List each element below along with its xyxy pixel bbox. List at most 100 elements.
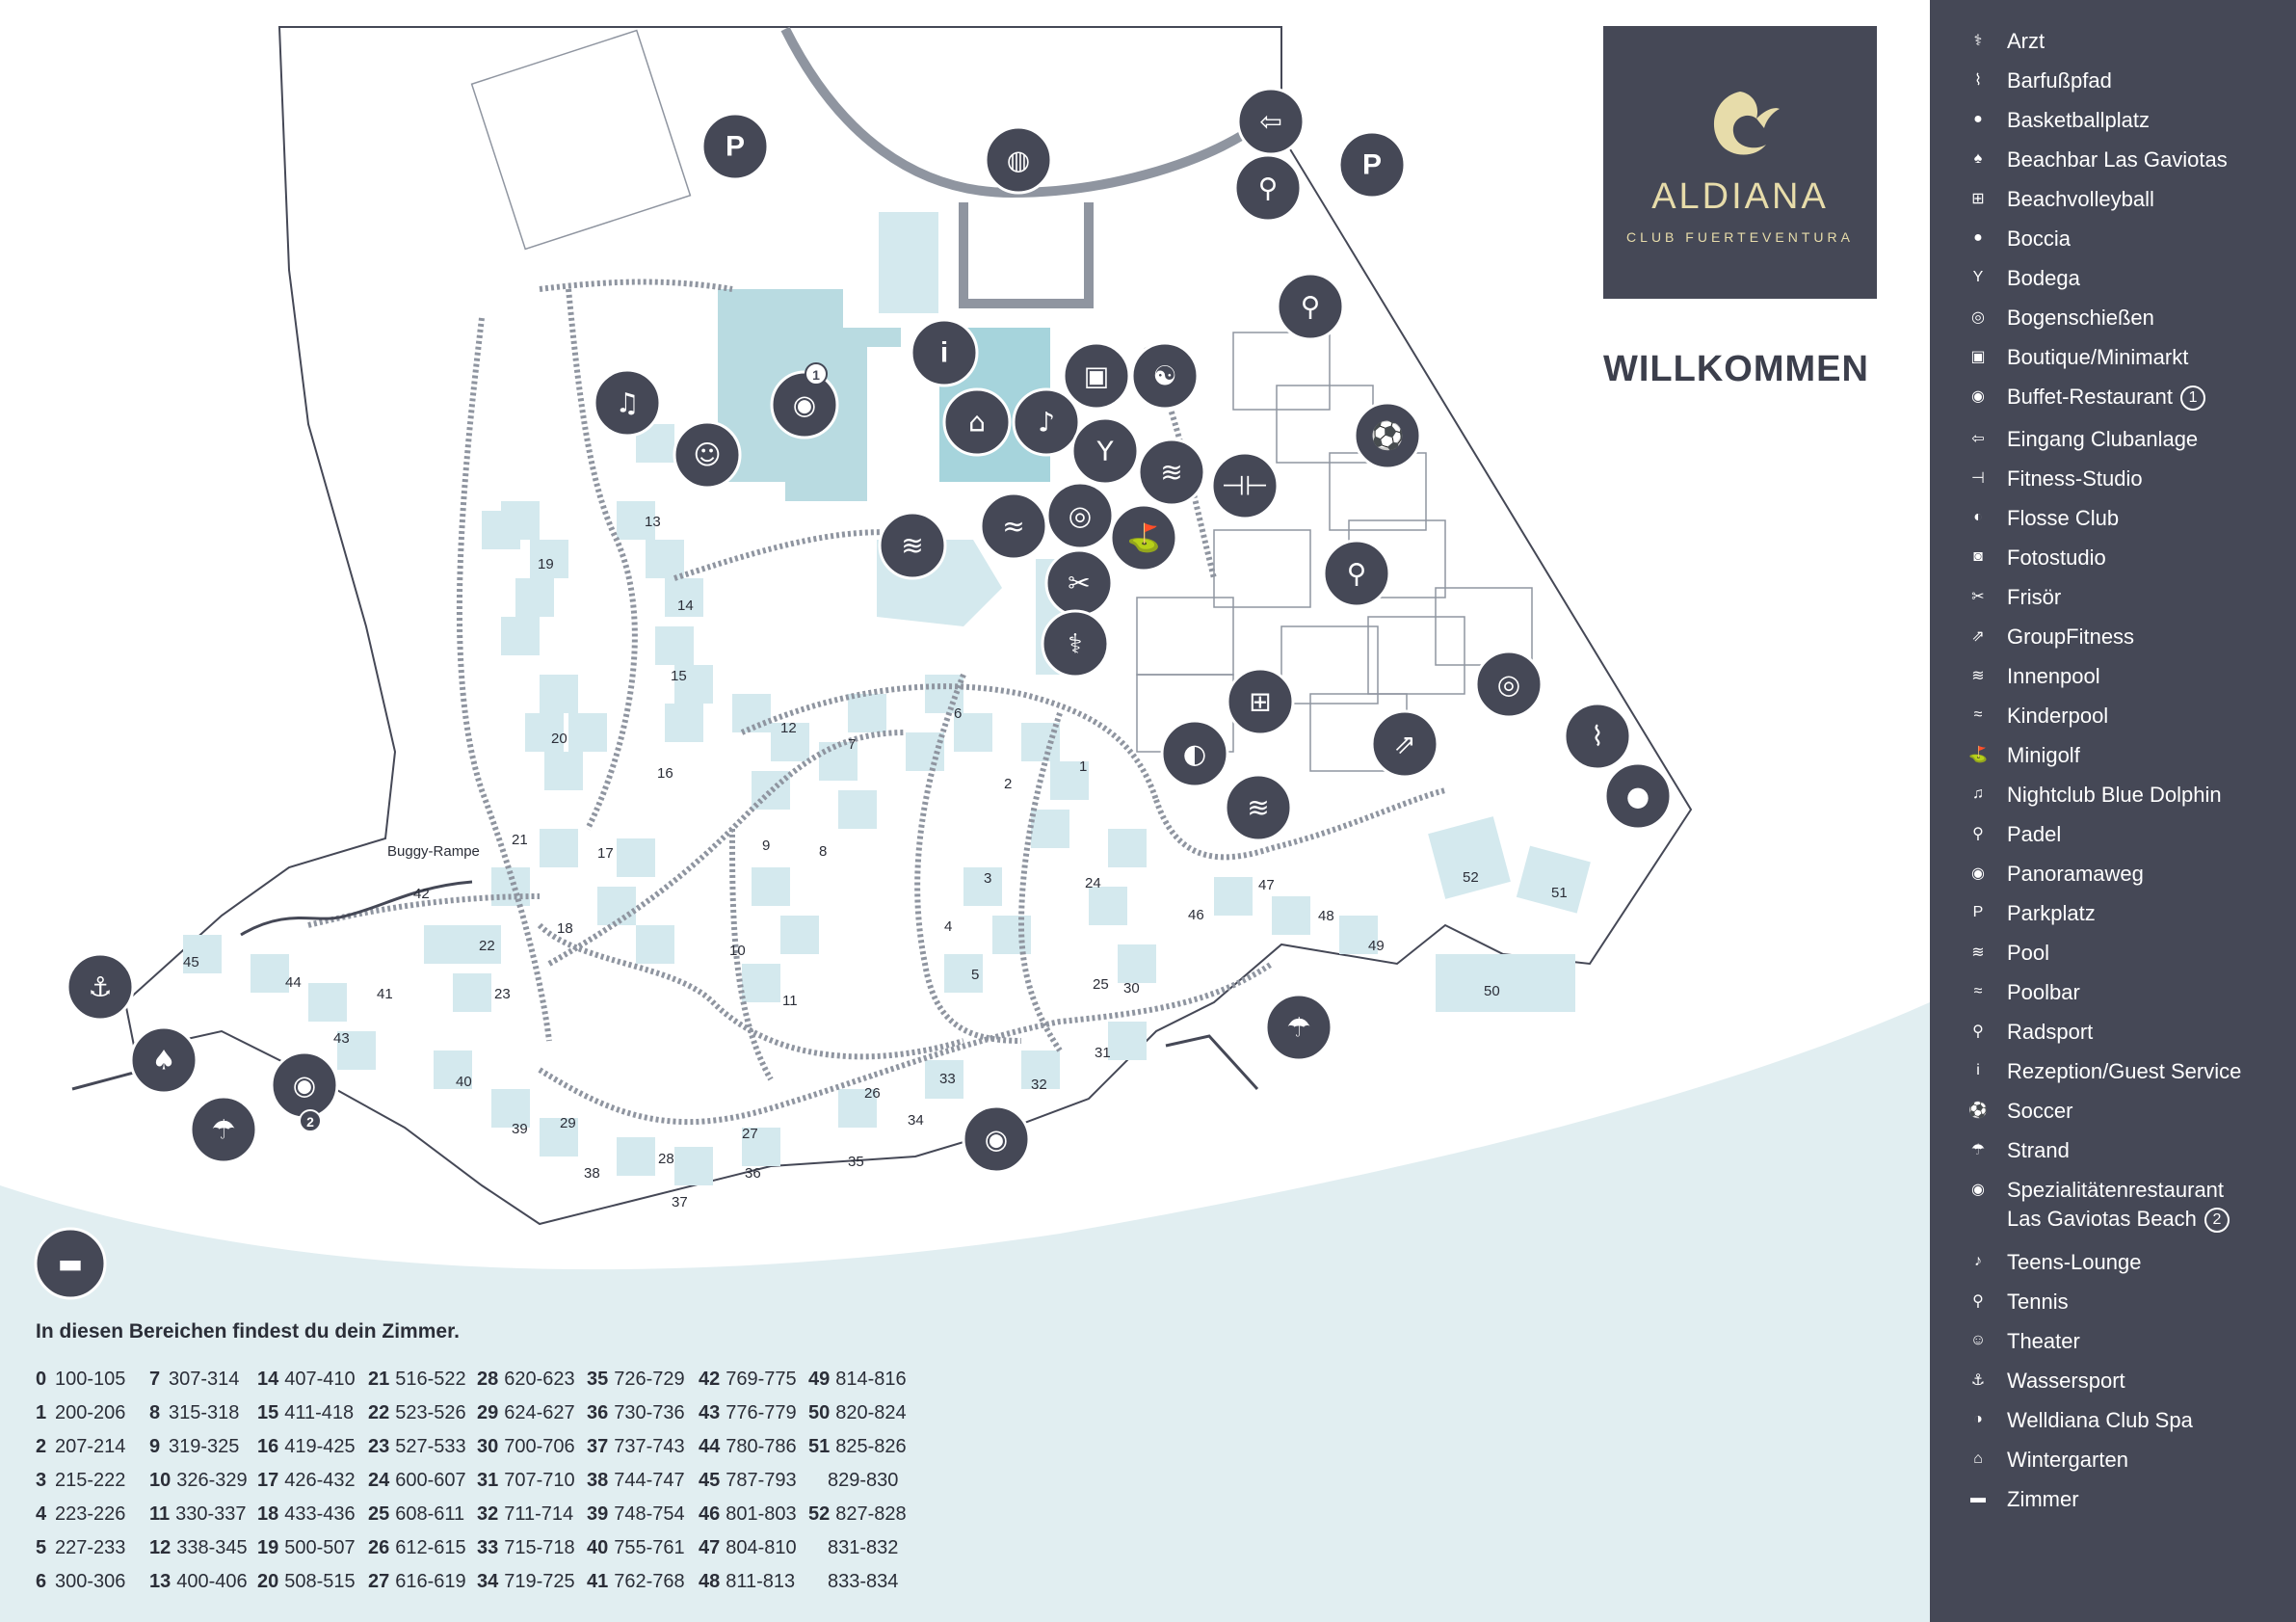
room-area-number: 6 (36, 1571, 47, 1592)
poi-beachvolleyball[interactable]: ⊞ (1226, 667, 1295, 736)
legend-label-text: Beachbar Las Gaviotas (2007, 147, 2228, 172)
poi-wintergarden[interactable]: ⌂ (942, 387, 1012, 457)
poi-basketball[interactable]: ◍ (984, 125, 1053, 195)
parking-icon: P (1972, 904, 1984, 920)
legend-label: Flosse Club (2007, 504, 2119, 533)
parking-icon: P (726, 131, 745, 163)
poi-teens-lounge[interactable]: ♪ (1012, 387, 1081, 457)
poi-fitness[interactable]: ⊣⊢ (1210, 451, 1280, 520)
beach-icon: ☂ (1970, 1142, 1986, 1158)
beachvolleyball-icon: ⊞ (1971, 191, 1985, 207)
poi-boutique[interactable]: ▣ (1062, 341, 1131, 411)
area-label: 17 (597, 845, 614, 862)
legend-label-text: Minigolf (2007, 743, 2080, 767)
room-area-number: 4 (36, 1503, 47, 1525)
room-range: 825-826 (835, 1436, 907, 1457)
area-label: 33 (939, 1071, 956, 1087)
poi-boccia[interactable]: ● (1603, 761, 1673, 831)
fitness-icon: ⊣⊢ (1222, 470, 1269, 502)
poi-entrance[interactable]: ⇦ (1236, 87, 1306, 156)
fitness-icon: ⊣ (1971, 470, 1985, 487)
legend-label: Eingang Clubanlage (2007, 425, 2198, 454)
room-range: 338-345 (176, 1537, 248, 1558)
room-area-number: 44 (699, 1436, 721, 1457)
poi-tennis[interactable]: ⚲ (1322, 539, 1391, 608)
legend-label-text: Spezialitätenrestaurant Las Gaviotas Bea… (2007, 1178, 2225, 1231)
legend-label: Panoramaweg (2007, 860, 2144, 889)
boutique-icon: ▣ (1970, 349, 1986, 365)
legend-label-text: Bodega (2007, 266, 2080, 290)
legend-label: Beachbar Las Gaviotas (2007, 146, 2228, 174)
room-range: 407-410 (284, 1369, 356, 1390)
poi-archery[interactable]: ◎ (1474, 650, 1544, 719)
room-range: 726-729 (614, 1369, 685, 1390)
area-label: 26 (864, 1085, 881, 1102)
legend-label-text: Fotostudio (2007, 545, 2106, 570)
poi-kids-pool[interactable]: ≋ (1224, 773, 1293, 842)
poi-hairdresser[interactable]: ✂ (1044, 548, 1114, 618)
legend-label-text: Poolbar (2007, 980, 2080, 1004)
poi-parking[interactable]: P (700, 112, 770, 181)
legend-item: ⚲Tennis (1965, 1288, 2068, 1316)
legend-number-badge: 2 (2204, 1208, 2230, 1234)
room-range: 307-314 (169, 1369, 240, 1390)
room-area-number: 47 (699, 1537, 721, 1558)
groupfitness-icon: ⇗ (1393, 729, 1415, 760)
footpaths (307, 279, 1446, 1126)
poi-rooms[interactable]: ▬ (34, 1227, 107, 1300)
area-label: 22 (479, 938, 495, 954)
poi-buffet-restaurant[interactable]: ◉ 1 (770, 362, 839, 439)
poi-flosse-club[interactable]: ◐ (1160, 719, 1229, 788)
poi-nightclub[interactable]: ♫ (593, 368, 662, 438)
poi-padel[interactable]: ⚲ (1276, 272, 1345, 341)
buggy-ramp-label: Buggy-Rampe (387, 843, 480, 860)
poi-indoor-pool[interactable]: ≋ (1137, 438, 1206, 507)
poi-info[interactable]: i (910, 318, 979, 387)
poi-bicycle[interactable]: ⚲ (1233, 153, 1303, 223)
poi-parking-2[interactable]: P (1337, 130, 1407, 199)
poi-pool[interactable]: ≋ (878, 511, 947, 580)
bed-icon: ▬ (58, 1248, 83, 1280)
poi-poolbar[interactable]: ≈ (979, 492, 1048, 561)
legend-item: ⚓Wassersport (1965, 1367, 2125, 1396)
poi-bodega[interactable]: Y (1070, 416, 1140, 486)
poi-doctor[interactable]: ⚕ (1041, 609, 1110, 678)
area-label: 50 (1484, 983, 1500, 999)
theater-icon: ☺ (693, 439, 721, 471)
soccer-icon: ⚽ (1370, 420, 1405, 452)
legend-label: Minigolf (2007, 741, 2080, 770)
legend-item: ⊣Fitness-Studio (1965, 465, 2143, 493)
poi-beach-2[interactable]: ☂ (1264, 993, 1333, 1062)
poi-photo-studio[interactable]: ◎ (1045, 481, 1115, 550)
poi-barefoot-path[interactable]: ⌇ (1563, 702, 1632, 771)
legend-item: ◎Bogenschießen (1965, 304, 2154, 332)
poi-minigolf[interactable]: ⛳ (1109, 503, 1178, 572)
poi-spa[interactable]: ☯ (1130, 341, 1200, 411)
poi-beach[interactable]: ☂ (189, 1095, 258, 1164)
area-label: 25 (1093, 976, 1109, 993)
beach-stairs (1165, 1034, 1259, 1091)
room-range: 707-710 (504, 1470, 575, 1491)
room-area-number: 42 (699, 1369, 721, 1390)
beach-icon: ☂ (1286, 1012, 1310, 1044)
room-range: 215-222 (55, 1470, 126, 1491)
legend-item: ♪Teens-Lounge (1965, 1248, 2141, 1277)
poi-beachbar[interactable]: ♠ (129, 1025, 198, 1095)
poi-theater[interactable]: ☺ (673, 420, 742, 490)
poi-soccer[interactable]: ⚽ (1353, 401, 1422, 470)
area-label: 37 (672, 1194, 688, 1210)
poi-groupfitness[interactable]: ⇗ (1370, 709, 1439, 779)
area-label: 30 (1123, 980, 1140, 997)
poi-specialty-restaurant[interactable]: ◉ 2 (270, 1050, 339, 1132)
room-range: 319-325 (169, 1436, 240, 1457)
poi-panorama[interactable]: ◉ (962, 1104, 1031, 1174)
legend-item: ☂Strand (1965, 1136, 2070, 1165)
barefoot-path-icon: ⌇ (1974, 72, 1982, 89)
poi-water-sports[interactable]: ⚓ (66, 952, 135, 1022)
dolphin-logo-icon (1713, 92, 1780, 155)
room-range: 730-736 (614, 1402, 685, 1423)
